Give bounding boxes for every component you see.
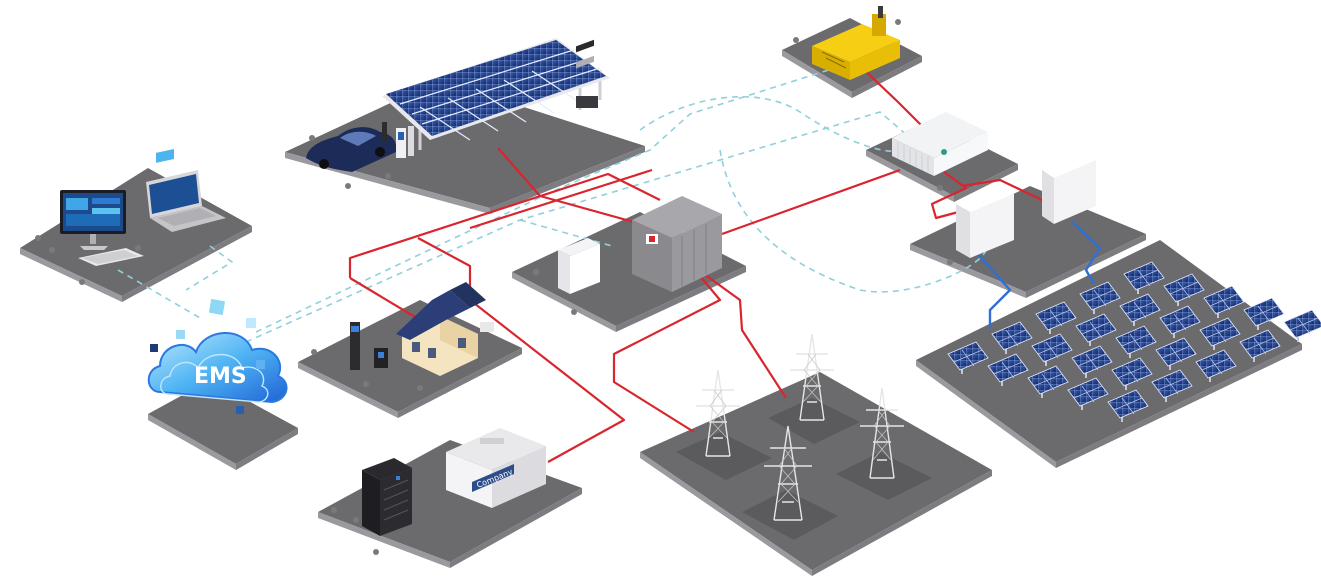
solar-panel-icon (1155, 337, 1197, 370)
solar-panel-icon (1075, 313, 1117, 346)
tree-icon (135, 245, 141, 251)
tree-icon (533, 269, 539, 275)
solar-panel-icon (1107, 389, 1149, 422)
container-storage-icon (892, 112, 988, 176)
charger-icon (382, 122, 414, 158)
ems-label: EMS (194, 364, 247, 389)
tree-icon (345, 183, 351, 189)
solar-panel-icon (1163, 273, 1205, 306)
solar-panel-icon (947, 341, 989, 374)
ev-car-icon (306, 127, 397, 172)
solar-panel-icon (1079, 281, 1121, 314)
tree-icon (385, 173, 391, 179)
solar-panel-icon (1195, 349, 1237, 382)
tree-icon (79, 279, 85, 285)
tree-icon (937, 185, 943, 191)
monitor-icon (60, 190, 126, 250)
solar-panel-icon (1239, 329, 1281, 362)
keyboard-icon (78, 248, 144, 266)
tree-icon (49, 247, 55, 253)
meter-icon (558, 39, 600, 294)
communication-links (117, 59, 987, 343)
house-icon (396, 282, 494, 376)
battery-cabinet-icon (362, 458, 412, 536)
transmission-tower-icon (790, 333, 834, 421)
transformer-icon (632, 196, 722, 292)
solar-panel-icon (1035, 301, 1077, 334)
platform-ems-cloud (148, 380, 298, 470)
tree-icon (373, 549, 379, 555)
tree-icon (895, 19, 901, 25)
transmission-tower-icon (696, 369, 740, 457)
tree-icon (947, 259, 953, 265)
solar-panel-icon (1199, 317, 1241, 350)
cloud-ems-icon: EMS (147, 298, 288, 414)
tree-icon (35, 235, 41, 241)
solar-panel-icon (1203, 285, 1245, 318)
tree-icon (311, 349, 317, 355)
transmission-tower-icon (764, 425, 812, 521)
solar-panel-icon (1115, 325, 1157, 358)
transmission-tower-icon (860, 387, 904, 479)
tree-icon (353, 517, 359, 523)
solar-panel-icon (1119, 293, 1161, 326)
tree-icon (417, 385, 423, 391)
ev-charger-icon (350, 322, 388, 370)
solar-panel-icon (1151, 369, 1193, 402)
solar-panel-icon (1243, 297, 1285, 330)
solar-panel-icon (1111, 357, 1153, 390)
tree-icon (571, 309, 577, 315)
storefront-icon: Company (446, 428, 546, 508)
tree-icon (793, 37, 799, 43)
solar-panel-icon (1027, 365, 1069, 398)
platform-solar-field (916, 240, 1302, 468)
solar-panel-icon (1067, 377, 1109, 410)
solar-panel-icon (1071, 345, 1113, 378)
platform-ems-workstation (20, 168, 252, 302)
inverter-icon (956, 186, 1014, 258)
inverter-icon (1042, 152, 1096, 224)
solar-panel-icon (1159, 305, 1201, 338)
tree-icon (309, 135, 315, 141)
solar-panel-icon (1031, 333, 1073, 366)
solar-panel-icon (1283, 309, 1321, 342)
tree-icon (363, 381, 369, 387)
solar-carport-icon (382, 38, 610, 150)
generator-icon (812, 6, 900, 80)
solar-panel-icon (987, 353, 1029, 386)
solar-array-icon (947, 261, 1321, 422)
solar-panel-icon (1123, 261, 1165, 294)
laptop-icon (146, 149, 226, 232)
dc-power-lines (975, 221, 1102, 328)
solar-panel-icon (991, 321, 1033, 354)
platform-grid (640, 372, 992, 576)
tree-icon (331, 507, 337, 513)
